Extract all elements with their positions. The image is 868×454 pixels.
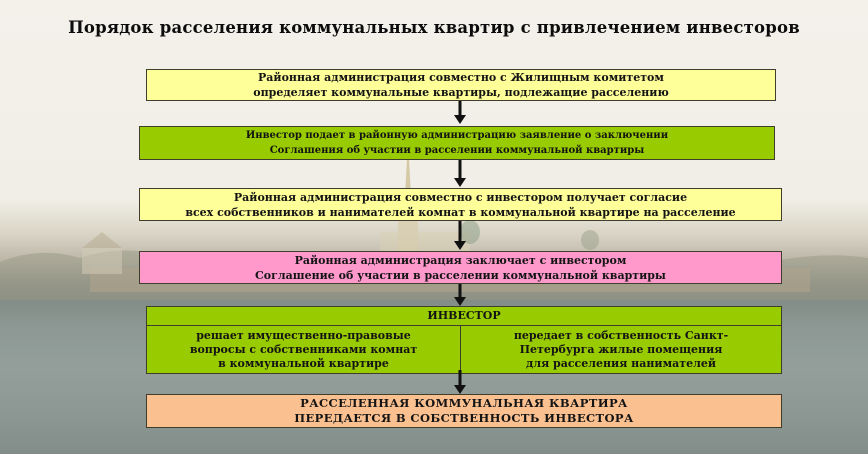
investor-heading: ИНВЕСТОР	[146, 306, 782, 326]
step-3-line-1: Районная администрация совместно с инвес…	[233, 190, 688, 204]
step-2-line-1: Инвестор подает в районную администрацию…	[245, 130, 669, 141]
investor-right-column: передает в собственность Санкт- Петербур…	[460, 325, 782, 374]
step-3-line-2: всех собственников и нанимателей комнат …	[185, 205, 736, 219]
arrow-down-5	[454, 370, 466, 394]
investor-right-line-2: Петербурга жилые помещения	[519, 342, 723, 356]
step-3-box: Районная администрация совместно с инвес…	[139, 188, 782, 221]
page-title: Порядок расселения коммунальных квартир …	[68, 18, 800, 37]
investor-left-line-2: вопросы с собственниками комнат	[189, 342, 418, 356]
final-box: РАССЕЛЕННАЯ КОММУНАЛЬНАЯ КВАРТИРА ПЕРЕДА…	[146, 394, 782, 428]
step-4-box: Районная администрация заключает с инвес…	[139, 251, 782, 284]
arrow-down-3	[454, 221, 466, 250]
step-1-box: Районная администрация совместно с Жилищ…	[146, 69, 776, 101]
investor-left-column: решает имущественно-правовые вопросы с с…	[146, 325, 461, 374]
investor-right-line-3: для расселения нанимателей	[526, 356, 716, 370]
step-1-line-1: Районная администрация совместно с Жилищ…	[258, 71, 664, 84]
step-4-line-2: Соглашение об участии в расселении комму…	[255, 268, 666, 282]
arrow-down-2	[454, 160, 466, 187]
investor-left-line-1: решает имущественно-правовые	[196, 328, 411, 342]
arrow-down-4	[454, 284, 466, 306]
arrow-down-1	[454, 101, 466, 124]
investor-block: ИНВЕСТОР решает имущественно-правовые во…	[146, 306, 782, 374]
final-line-2: ПЕРЕДАЕТСЯ В СОБСТВЕННОСТЬ ИНВЕСТОРА	[294, 411, 634, 425]
final-line-1: РАССЕЛЕННАЯ КОММУНАЛЬНАЯ КВАРТИРА	[300, 396, 628, 410]
investor-right-line-1: передает в собственность Санкт-	[513, 328, 729, 342]
step-2-line-2: Соглашения об участии в расселении комму…	[269, 145, 645, 156]
step-1-line-2: определяет коммунальные квартиры, подлеж…	[253, 86, 669, 99]
step-2-box: Инвестор подает в районную администрацию…	[139, 126, 775, 160]
investor-left-line-3: в коммунальной квартире	[218, 356, 389, 370]
step-4-line-1: Районная администрация заключает с инвес…	[294, 253, 627, 267]
